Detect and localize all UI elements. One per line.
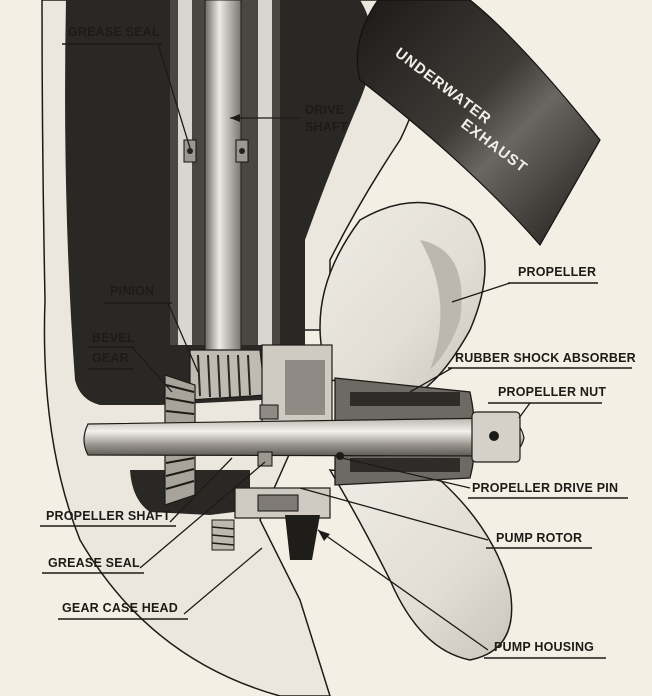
rubber-shock-absorber-text: RUBBER SHOCK ABSORBER: [455, 351, 636, 365]
label-bevel-gear: BEVEL GEAR: [88, 331, 173, 393]
shock-absorber-lower: [350, 458, 460, 472]
bearing-block-upper: [259, 404, 279, 420]
pump-spring-coils: [211, 526, 235, 546]
drive-shaft-text-1: DRIVE: [305, 103, 344, 117]
drive-shaft: [204, 0, 242, 351]
gear-box-inner: [285, 360, 325, 415]
label-gear-case-head: GEAR CASE HEAD: [58, 547, 263, 620]
seal-dot-right: [239, 148, 245, 154]
pinion-teeth: [197, 354, 251, 398]
propeller-nut-text: PROPELLER NUT: [498, 385, 606, 399]
label-propeller-drive-pin: PROPELLER DRIVE PIN: [341, 457, 628, 499]
grease-seal-top-text: GREASE SEAL: [68, 25, 160, 39]
label-drive-shaft: DRIVE SHAFT: [230, 103, 348, 134]
grease-seal-bottom-text: GREASE SEAL: [48, 556, 140, 570]
pump-housing-text: PUMP HOUSING: [494, 640, 594, 654]
underwater-exhaust-pipe: [356, 0, 601, 247]
label-grease-seal-bottom: GREASE SEAL: [42, 461, 266, 574]
pump-rotor: [257, 494, 299, 512]
propeller-blade-shading: [420, 240, 462, 370]
propeller-shaft-text: PROPELLER SHAFT: [46, 509, 171, 523]
drive-shaft-text-2: SHAFT: [305, 120, 348, 134]
label-pinion: PINION: [104, 284, 199, 373]
pinion-text: PINION: [110, 284, 154, 298]
seal-dot-left: [187, 148, 193, 154]
propeller-shaft: [83, 417, 525, 457]
propeller-text: PROPELLER: [518, 265, 596, 279]
label-grease-seal-top: GREASE SEAL: [62, 25, 191, 149]
propeller-nut-pin-hole: [489, 431, 499, 441]
bevel-gear-text-2: GEAR: [92, 351, 129, 365]
drive-shaft-tube-right: [258, 0, 272, 345]
drive-shaft-tube-left: [178, 0, 192, 345]
pump-housing: [285, 515, 320, 560]
propeller-drive-pin-text: PROPELLER DRIVE PIN: [472, 481, 618, 495]
label-pump-rotor: PUMP ROTOR: [299, 487, 592, 549]
label-rubber-shock-absorber: RUBBER SHOCK ABSORBER: [409, 351, 636, 393]
label-propeller-nut: PROPELLER NUT: [488, 385, 606, 419]
rubber-shock-absorber: [350, 392, 460, 406]
label-propeller: PROPELLER: [451, 265, 598, 303]
bevel-gear-teeth: [165, 384, 195, 490]
bevel-gear-text-1: BEVEL: [92, 331, 135, 345]
gear-case-head-text: GEAR CASE HEAD: [62, 601, 178, 615]
grease-seal-lower: [257, 451, 273, 467]
propeller-lower-blade: [328, 469, 513, 661]
label-propeller-shaft: PROPELLER SHAFT: [40, 457, 233, 527]
pump-rotor-text: PUMP ROTOR: [496, 531, 582, 545]
label-pump-housing: PUMP HOUSING: [317, 529, 606, 659]
